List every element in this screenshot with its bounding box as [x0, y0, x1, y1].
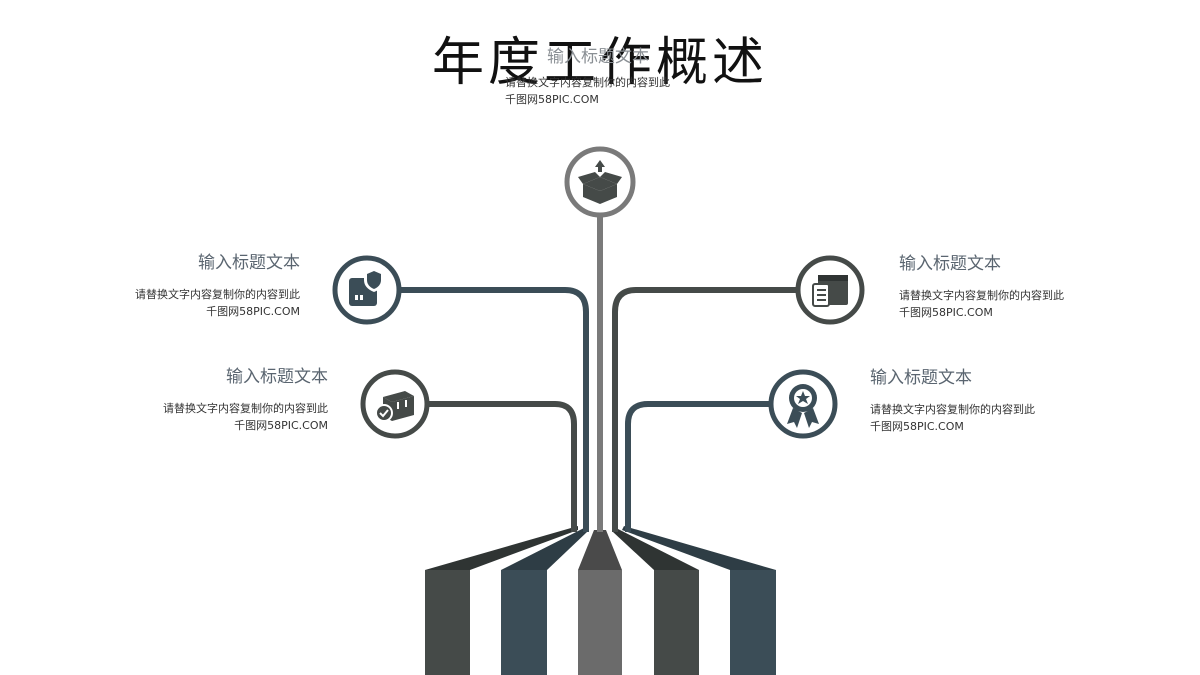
- body-right-upper-line-2: 千图网58PIC.COM: [899, 306, 993, 319]
- text-block-right-upper: 输入标题文本 请替换文字内容复制你的内容到此 千图网58PIC.COM: [899, 253, 1149, 321]
- box-shield-icon: [349, 268, 384, 306]
- body-left-lower-line-1: 请替换文字内容复制你的内容到此: [163, 402, 328, 415]
- body-right-lower-line-1: 请替换文字内容复制你的内容到此: [870, 403, 1035, 416]
- base-bar-2-cap: [501, 528, 587, 570]
- branch-left-lower: [428, 401, 577, 532]
- base-bar-1: [425, 570, 470, 675]
- node-right-upper: [795, 255, 865, 325]
- body-right-upper-line-1: 请替换文字内容复制你的内容到此: [899, 289, 1064, 302]
- branch-right-upper: [612, 287, 800, 532]
- branch-left-upper: [400, 287, 589, 532]
- base-bar-3: [578, 570, 622, 675]
- text-block-left-upper: 输入标题文本 请替换文字内容复制你的内容到此 千图网58PIC.COM: [50, 252, 300, 320]
- body-left-lower: 请替换文字内容复制你的内容到此 千图网58PIC.COM: [78, 400, 328, 434]
- body-right-lower: 请替换文字内容复制你的内容到此 千图网58PIC.COM: [870, 401, 1120, 435]
- base-bar-2: [501, 570, 547, 675]
- text-block-top: 输入标题文本 请替换文字内容复制你的内容到此 千图网58PIC.COM: [475, 46, 735, 108]
- body-top-line-2: 千图网58PIC.COM: [505, 93, 599, 106]
- node-top: [564, 146, 636, 218]
- base-bar-3-cap: [578, 530, 622, 570]
- heading-left-upper: 输入标题文本: [198, 253, 300, 273]
- body-top-line-1: 请替换文字内容复制你的内容到此: [505, 76, 670, 89]
- body-left-lower-line-2: 千图网58PIC.COM: [234, 419, 328, 432]
- award-badge-icon: [787, 384, 819, 428]
- body-left-upper-line-2: 千图网58PIC.COM: [206, 305, 300, 318]
- clipboard-box-icon: [812, 275, 848, 307]
- body-top: 请替换文字内容复制你的内容到此 千图网58PIC.COM: [505, 74, 735, 108]
- node-left-lower: [360, 369, 430, 439]
- package-check-icon: [375, 391, 414, 422]
- text-block-left-lower: 输入标题文本 请替换文字内容复制你的内容到此 千图网58PIC.COM: [78, 366, 328, 434]
- node-left-upper: [332, 255, 402, 325]
- node-right-lower: [768, 369, 838, 439]
- base-bar-1-cap: [425, 526, 578, 570]
- base-bar-4: [654, 570, 699, 675]
- body-left-upper-line-1: 请替换文字内容复制你的内容到此: [135, 288, 300, 301]
- base-bar-5-cap: [622, 526, 776, 570]
- heading-right-lower: 输入标题文本: [870, 368, 972, 388]
- open-box-upload-icon: [578, 160, 622, 204]
- heading-left-lower: 输入标题文本: [226, 367, 328, 387]
- branch-right-lower: [625, 401, 772, 532]
- text-block-right-lower: 输入标题文本 请替换文字内容复制你的内容到此 千图网58PIC.COM: [870, 367, 1120, 435]
- base-bar-4-cap: [613, 528, 699, 570]
- base-bar-5: [730, 570, 776, 675]
- body-right-lower-line-2: 千图网58PIC.COM: [870, 420, 964, 433]
- body-left-upper: 请替换文字内容复制你的内容到此 千图网58PIC.COM: [50, 286, 300, 320]
- heading-top: 输入标题文本: [547, 47, 649, 67]
- body-right-upper: 请替换文字内容复制你的内容到此 千图网58PIC.COM: [899, 287, 1149, 321]
- center-stem: [597, 214, 603, 532]
- heading-right-upper: 输入标题文本: [899, 254, 1001, 274]
- slide-title: 年度工作概述: [431, 33, 768, 93]
